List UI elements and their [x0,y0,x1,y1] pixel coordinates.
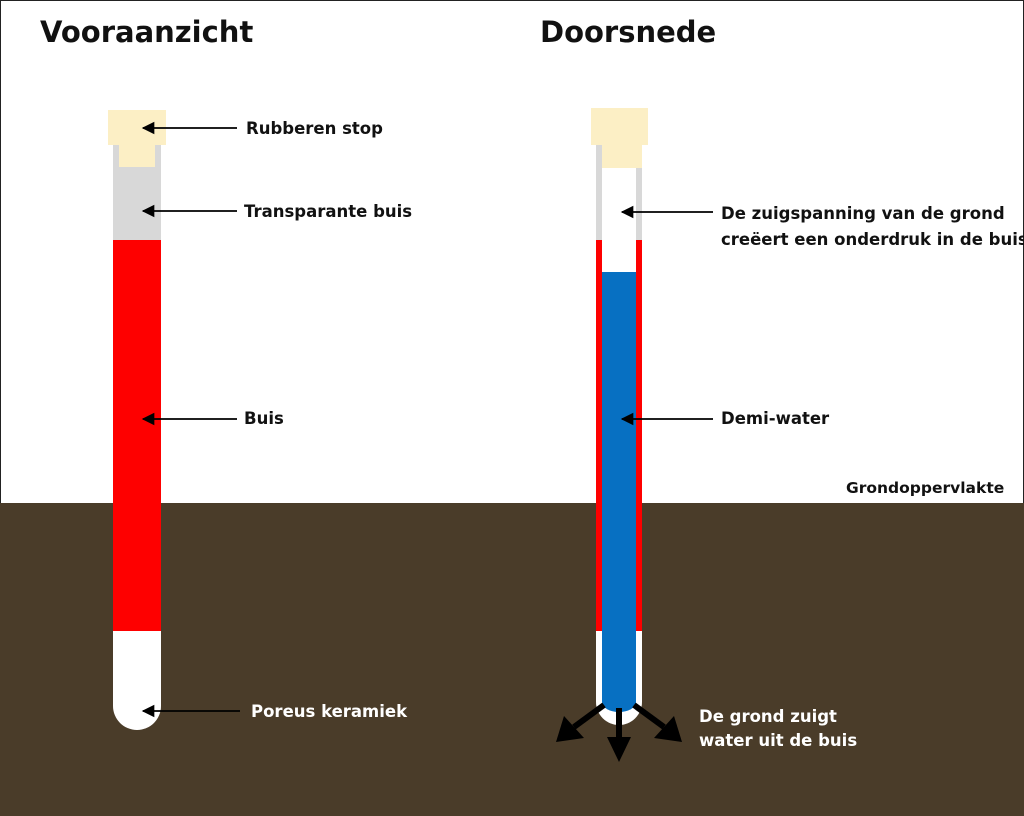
title-front-view: Vooraanzicht [40,15,253,49]
section-water-column [602,272,636,712]
front-ceramic-tip [113,631,161,730]
label-tube: Buis [244,409,284,428]
section-transparent-wall-left [596,145,602,240]
label-ground-surface: Grondoppervlakte [846,479,1004,497]
label-soil-draw-line1: De grond zuigt [699,707,837,726]
label-transparent-tube: Transparante buis [244,202,412,221]
section-tensiometer [591,108,648,725]
label-porous-ceramic: Poreus keramiek [251,702,408,721]
label-suction-line2: creëert een onderdruk in de buis [721,230,1024,249]
label-demi-water: Demi-water [721,409,830,428]
section-rubber-stopper [591,108,648,168]
section-red-wall-left [596,240,602,631]
label-suction-line1: De zuigspanning van de grond [721,204,1005,223]
front-red-tube [113,240,161,631]
soil-layer [0,503,1024,816]
label-rubber-stopper: Rubberen stop [246,119,383,138]
section-red-wall-right [636,240,642,631]
outflow-arrows [556,702,682,762]
front-tensiometer [108,110,166,730]
section-transparent-wall-right [636,145,642,240]
label-soil-draw-line2: water uit de buis [699,731,857,750]
title-cross-section: Doorsnede [540,15,716,49]
